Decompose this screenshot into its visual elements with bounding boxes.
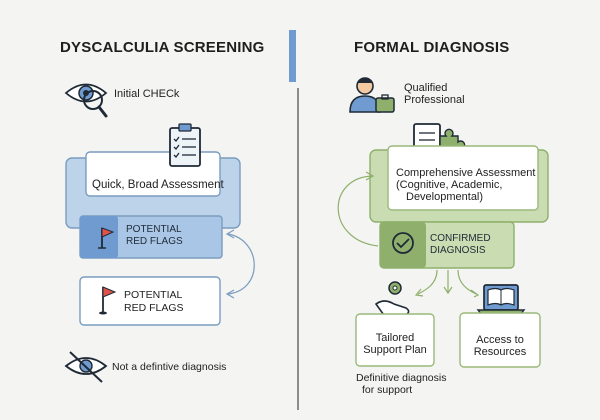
red-flags-1-line1: POTENTIAL [126,224,182,235]
red-flag-icon-1 [98,227,115,249]
red-flags-1-label: POTENTIAL RED FLAGS [126,224,183,248]
resources-line2: Resources [473,346,527,358]
red-flags-2-line1: POTENTIAL [124,289,183,301]
professional-line1: Qualified [404,82,448,94]
check-circle-icon [392,232,414,254]
resources-line1: Access to [476,334,524,346]
branch-arrows [414,269,480,298]
support-plan-line2: Support Plan [363,344,427,356]
screening-title: DYSCALCULIA SCREENING [60,39,265,56]
professional-label: Qualified Professional [404,82,465,106]
curved-connector-right [337,175,379,247]
laptop-book-icon [476,284,526,316]
red-flags-box-2 [79,276,221,326]
red-flags-box-1-accent [80,216,118,258]
resources-card [459,312,541,368]
comprehensive-label: Comprehensive Assessment (Cognitive, Aca… [396,167,535,203]
diagnosis-title: FORMAL DIAGNOSIS [354,39,510,56]
footnote-line1: Definitive diagnosis [356,372,447,384]
initial-check-label: Initial CHECk [114,88,180,100]
professional-icon [349,77,395,113]
red-flags-1-line2: RED FLAGS [126,236,183,247]
footnote-line2: for support [362,384,413,396]
support-plan-label: Tailored Support Plan [356,332,434,356]
professional-line2: Professional [404,94,465,106]
quick-assessment-label: Quick, Broad Assessment [92,179,224,191]
resources-label: Access to Resources [460,334,540,358]
curved-connector-left [227,233,255,295]
confirmed-label: CONFIRMED DIAGNOSIS [430,233,491,257]
definitive-footnote: Definitive diagnosis for support [356,372,446,396]
not-definitive-label: Not a defintive diagnosis [112,361,227,373]
red-flags-2-label: POTENTIAL RED FLAGS [124,289,184,315]
clipboard-icon [169,123,201,167]
confirmed-line2: DIAGNOSIS [430,245,486,256]
support-plan-card [355,313,435,367]
hand-gear-icon [374,281,410,319]
comprehensive-line3: Developmental) [406,191,484,203]
divider-accent [289,30,296,82]
comprehensive-card-bg [387,145,539,211]
support-plan-line1: Tailored [375,332,415,344]
crossed-eye-icon [64,351,108,383]
comprehensive-line1: Comprehensive Assessment [396,167,536,179]
red-flags-2-line2: RED FLAGS [124,302,184,314]
comprehensive-line2: (Cognitive, Academic, [396,179,503,191]
eye-magnifier-icon [64,83,108,118]
confirmed-line1: CONFIRMED [430,233,491,244]
red-flag-icon-2 [99,286,117,315]
